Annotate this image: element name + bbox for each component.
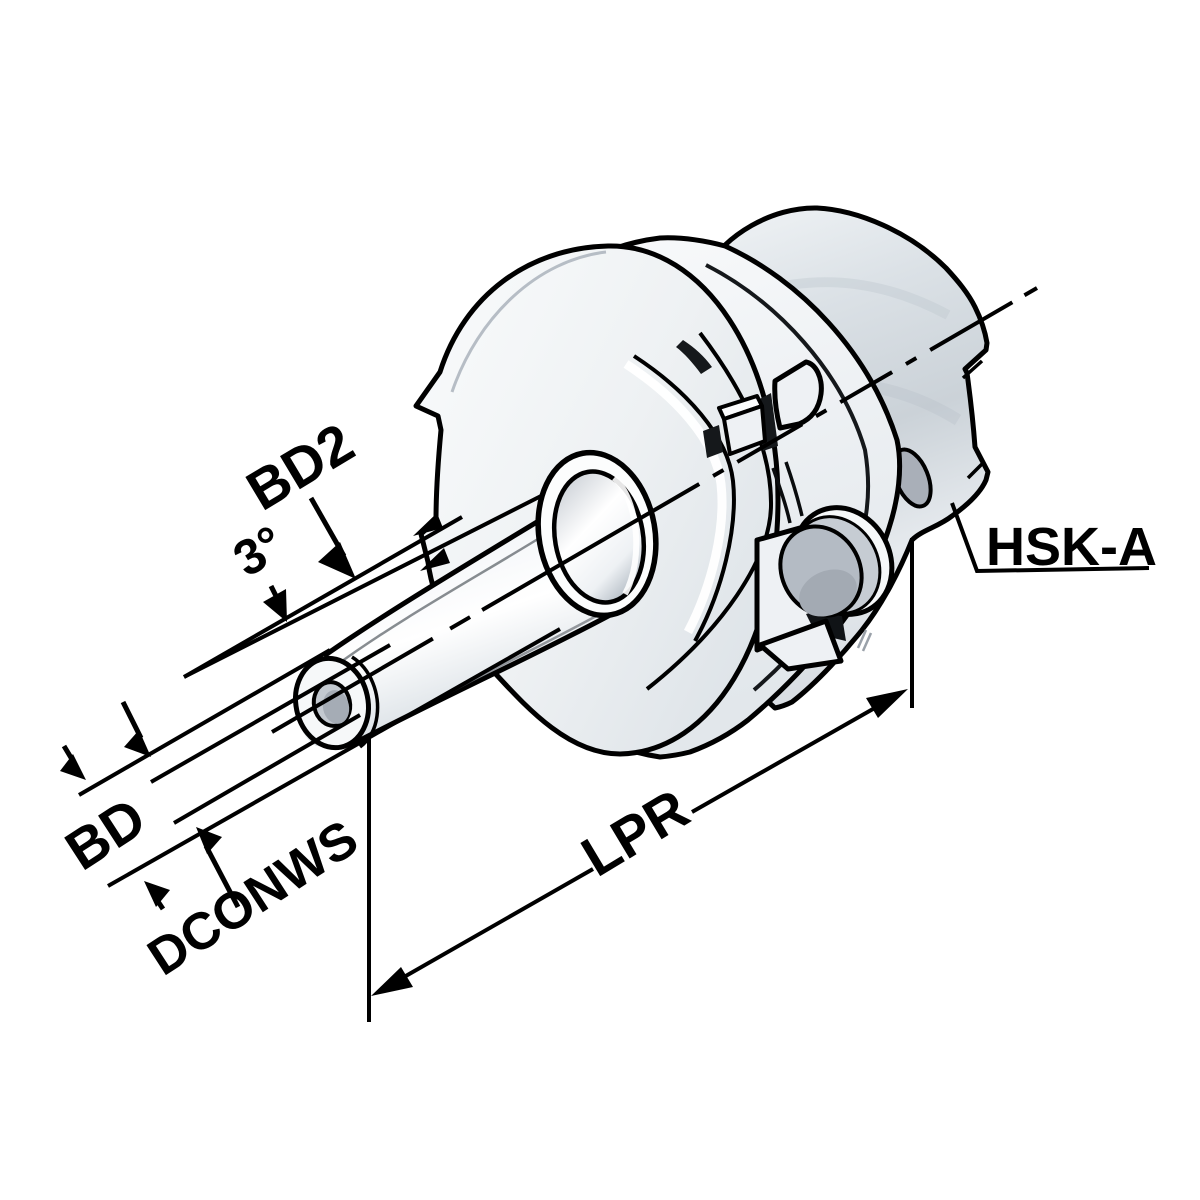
svg-text:HSK-A: HSK-A	[986, 517, 1157, 577]
